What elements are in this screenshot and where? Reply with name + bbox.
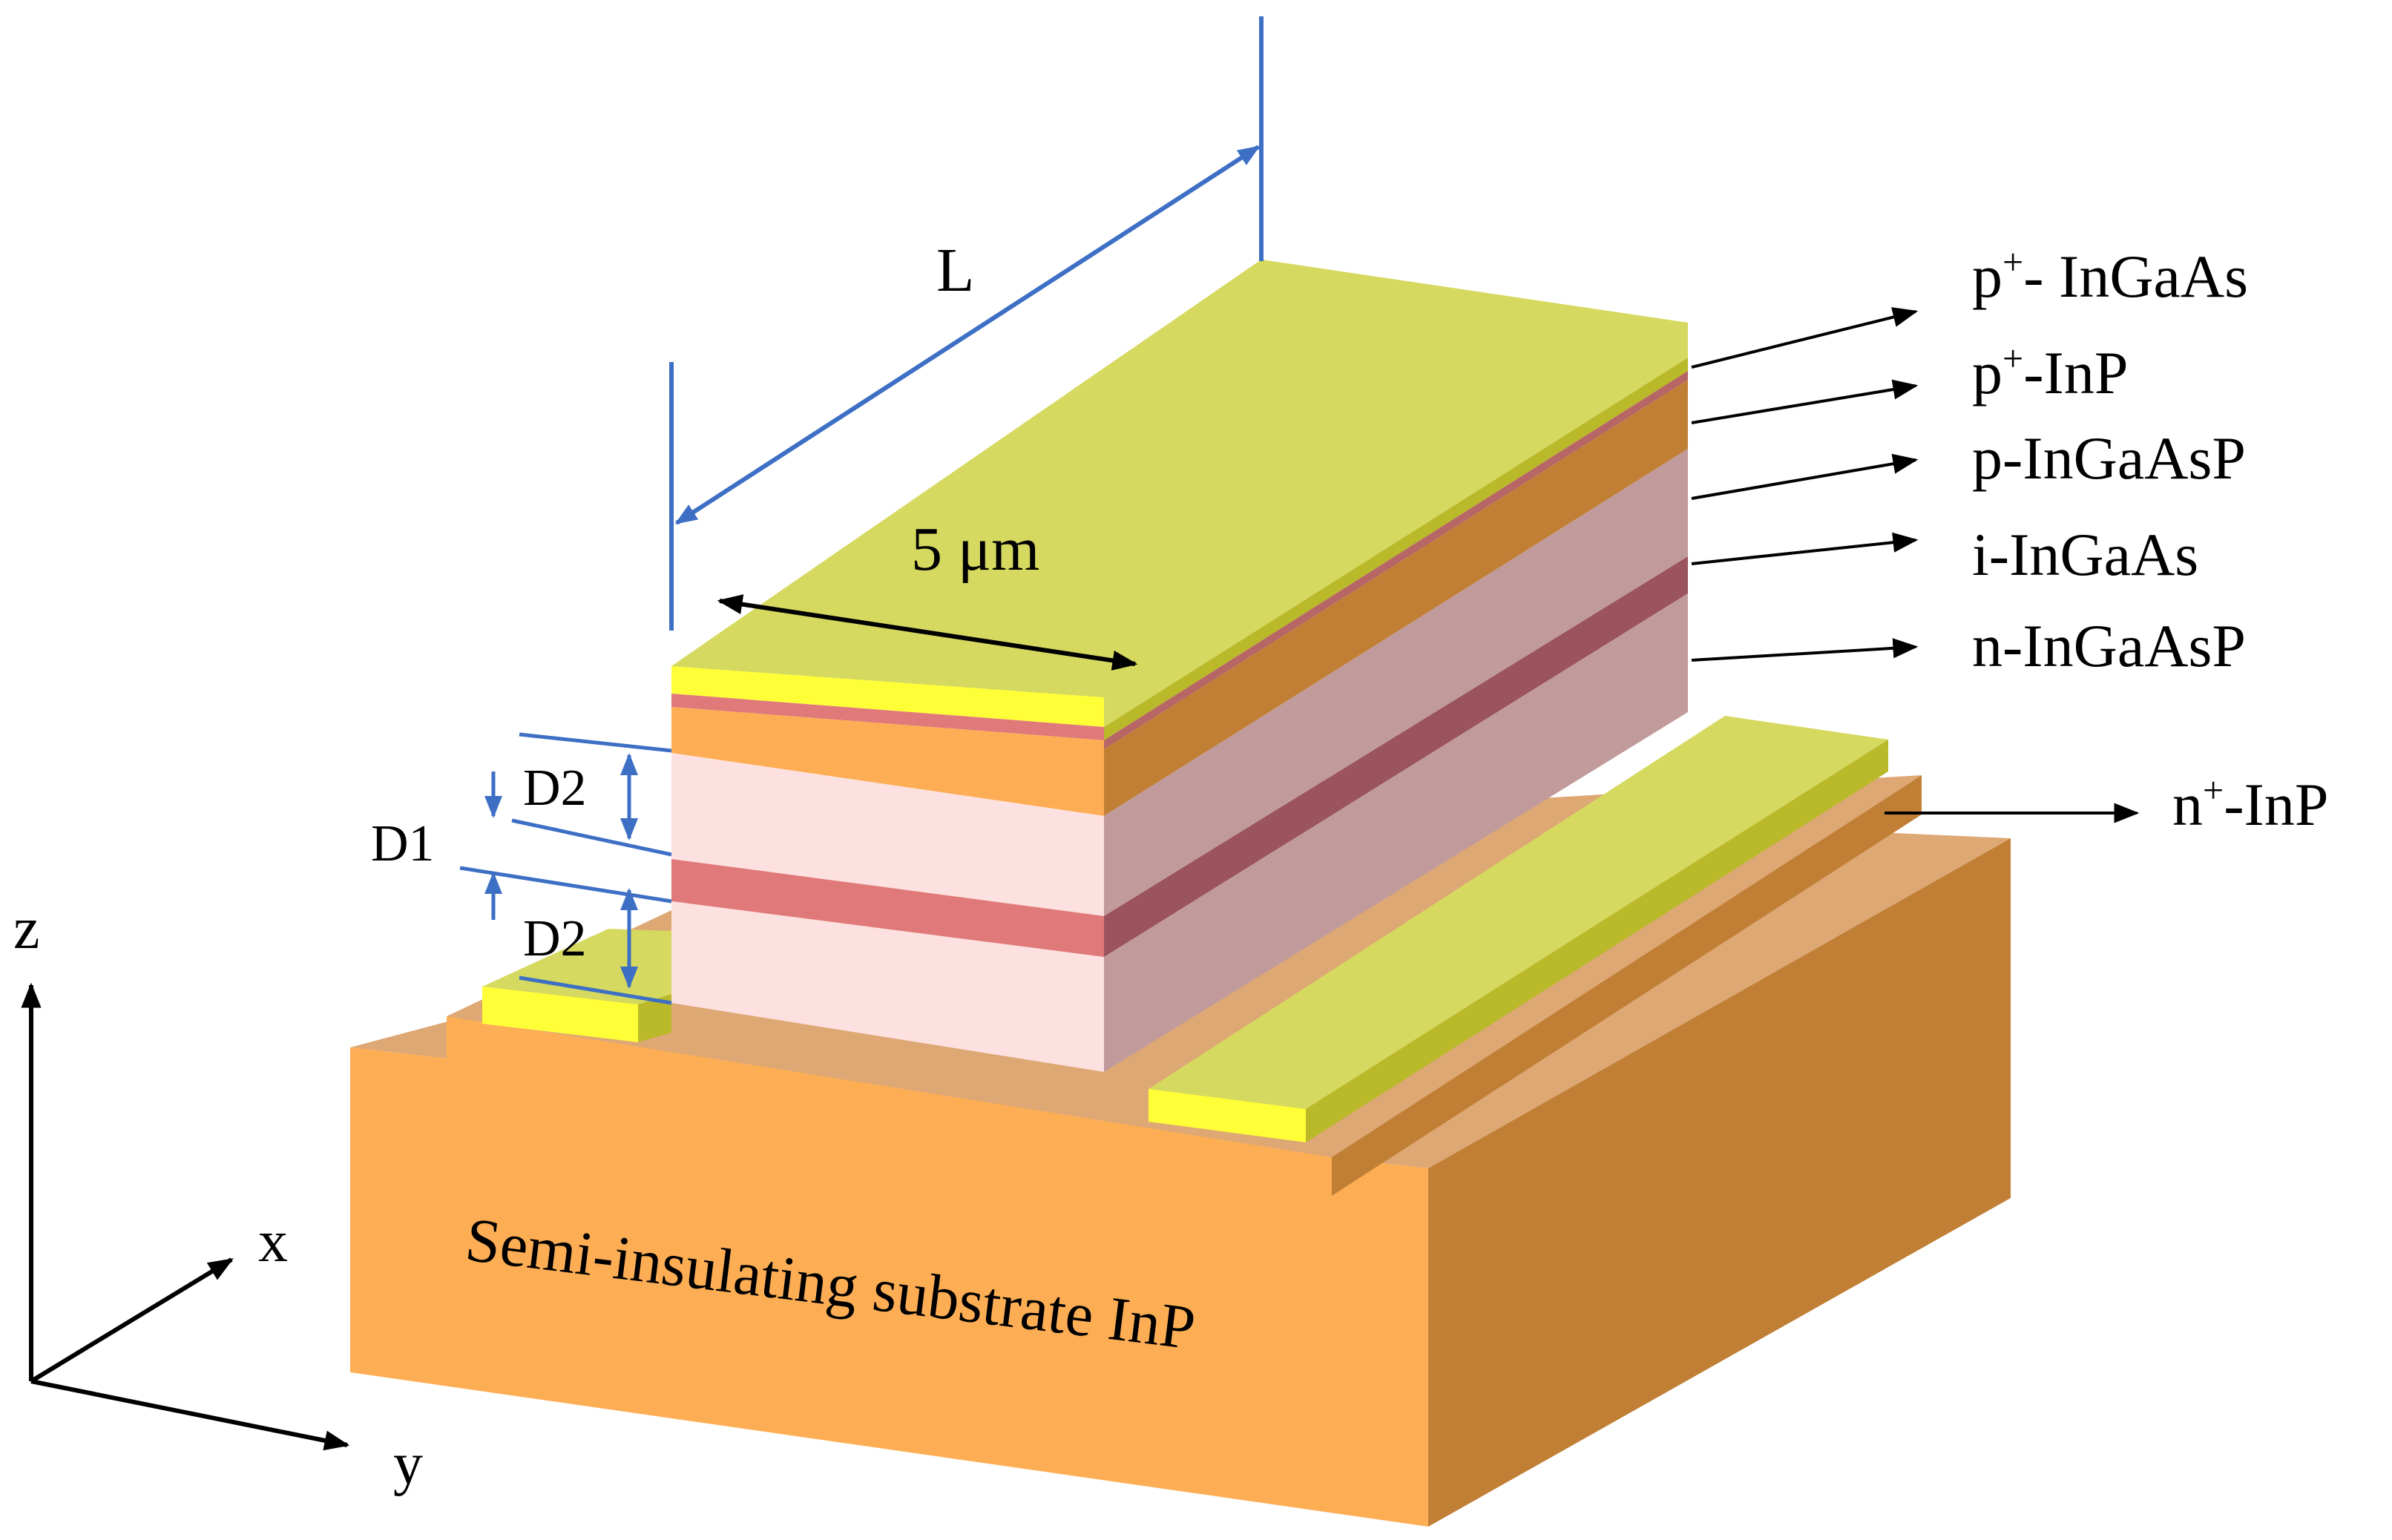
coordinate-axes: z x y <box>13 896 423 1497</box>
n-plus-inp-side-face <box>1332 775 1922 1196</box>
length-dimension: L <box>669 16 1264 631</box>
callout-arrow-n-ingaasp <box>1691 638 1919 662</box>
width-dimension: 5 μm <box>717 515 1138 671</box>
left-contact-side-face <box>638 994 671 1042</box>
front-n-ingaasp <box>671 901 1104 1072</box>
label-p-plus-inp: p+-InP <box>1972 338 2128 407</box>
width-label: 5 μm <box>911 515 1039 584</box>
side-p-plus-inp <box>1104 371 1688 749</box>
right-contact-top-face <box>1149 716 1888 1109</box>
front-p-plus-ingaas <box>671 666 1104 727</box>
width-arrow <box>717 594 1138 671</box>
label-n-ingaasp: n-InGaAsP <box>1972 612 2246 679</box>
layer-callouts: p+- InGaAs p+-InP p-InGaAsP i-InGaAs n-I… <box>1691 241 2328 838</box>
label-n-plus-inp: n+-InP <box>2172 769 2328 838</box>
side-p-ingaasp <box>1104 380 1688 816</box>
length-label: L <box>936 236 974 305</box>
x-axis <box>30 1257 234 1383</box>
side-p-plus-ingaas <box>1104 358 1688 740</box>
callout-arrow-p-plus-ingaas <box>1691 307 1919 369</box>
right-contact <box>1149 716 1888 1142</box>
mesa-front-face <box>671 666 1104 1072</box>
n-plus-inp-front-face <box>447 1016 1332 1196</box>
x-axis-label: x <box>258 1209 288 1274</box>
right-contact-front-face <box>1149 1089 1306 1142</box>
callout-arrow-p-plus-inp <box>1691 379 1919 424</box>
callout-arrow-p-ingaasp <box>1691 453 1919 500</box>
front-i-ingaas-upper <box>671 753 1104 916</box>
thickness-dimensions: D2 D1 D2 <box>371 732 672 1005</box>
side-n-ingaasp <box>1104 593 1688 1072</box>
side-i-ingaas-absorber <box>1104 556 1688 957</box>
left-contact-front-face <box>482 987 638 1042</box>
front-p-plus-inp <box>671 694 1104 740</box>
substrate-side-face <box>1428 838 2011 1527</box>
length-arrow <box>674 145 1261 525</box>
d2-bottom-label: D2 <box>523 910 587 967</box>
side-i-ingaas-upper <box>1104 449 1688 916</box>
label-p-ingaasp: p-InGaAsP <box>1972 424 2246 492</box>
d2-top-label: D2 <box>523 760 587 817</box>
y-axis-label: y <box>393 1432 423 1497</box>
d2-bottom-ref-lower <box>519 975 672 1005</box>
right-contact-side-face <box>1306 740 1888 1142</box>
label-i-ingaas: i-InGaAs <box>1972 521 2198 588</box>
front-p-ingaasp <box>671 707 1104 816</box>
d2-top-ref-upper <box>519 732 672 753</box>
y-axis <box>30 1379 350 1451</box>
z-axis-label: z <box>13 896 40 961</box>
callout-arrow-i-ingaas <box>1691 532 1919 565</box>
mesa-side-face <box>1104 358 1688 1072</box>
front-i-ingaas-absorber <box>671 859 1104 957</box>
label-p-plus-ingaas: p+- InGaAs <box>1972 241 2248 310</box>
d1-label: D1 <box>371 815 435 872</box>
d2-top-ref-lower <box>511 818 672 857</box>
